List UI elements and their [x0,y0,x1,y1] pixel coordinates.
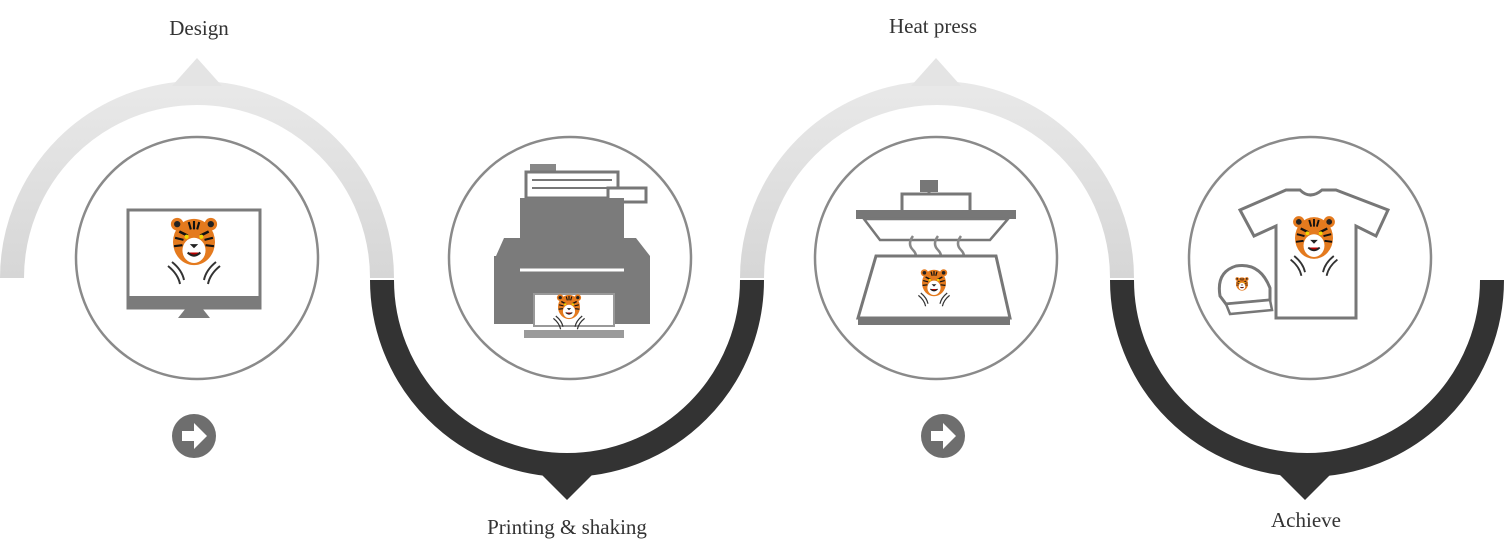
step-label-design: Design [169,16,229,40]
connector-arc-heat-press [740,81,1134,279]
step-label-achieve: Achieve [1271,508,1341,532]
next-step-button-1[interactable] [172,414,216,458]
next-step-button-2[interactable] [921,414,965,458]
heat-press-icon [856,180,1016,325]
connector-arc-achieve [1110,279,1504,477]
step-label-printing: Printing & shaking [487,515,647,539]
step-label-heat-press: Heat press [888,14,978,38]
connector-arc-printing [370,279,764,477]
achieve-arc-pointer [1279,474,1331,500]
heat-press-arc-pointer [911,58,961,86]
printer-icon [494,164,650,338]
tshirt-cap-icon [1217,188,1391,320]
printing-arc-pointer [541,474,593,500]
design-arc-pointer [172,58,222,86]
connector-arc-design [0,81,394,279]
monitor-tiger-icon [126,208,262,318]
